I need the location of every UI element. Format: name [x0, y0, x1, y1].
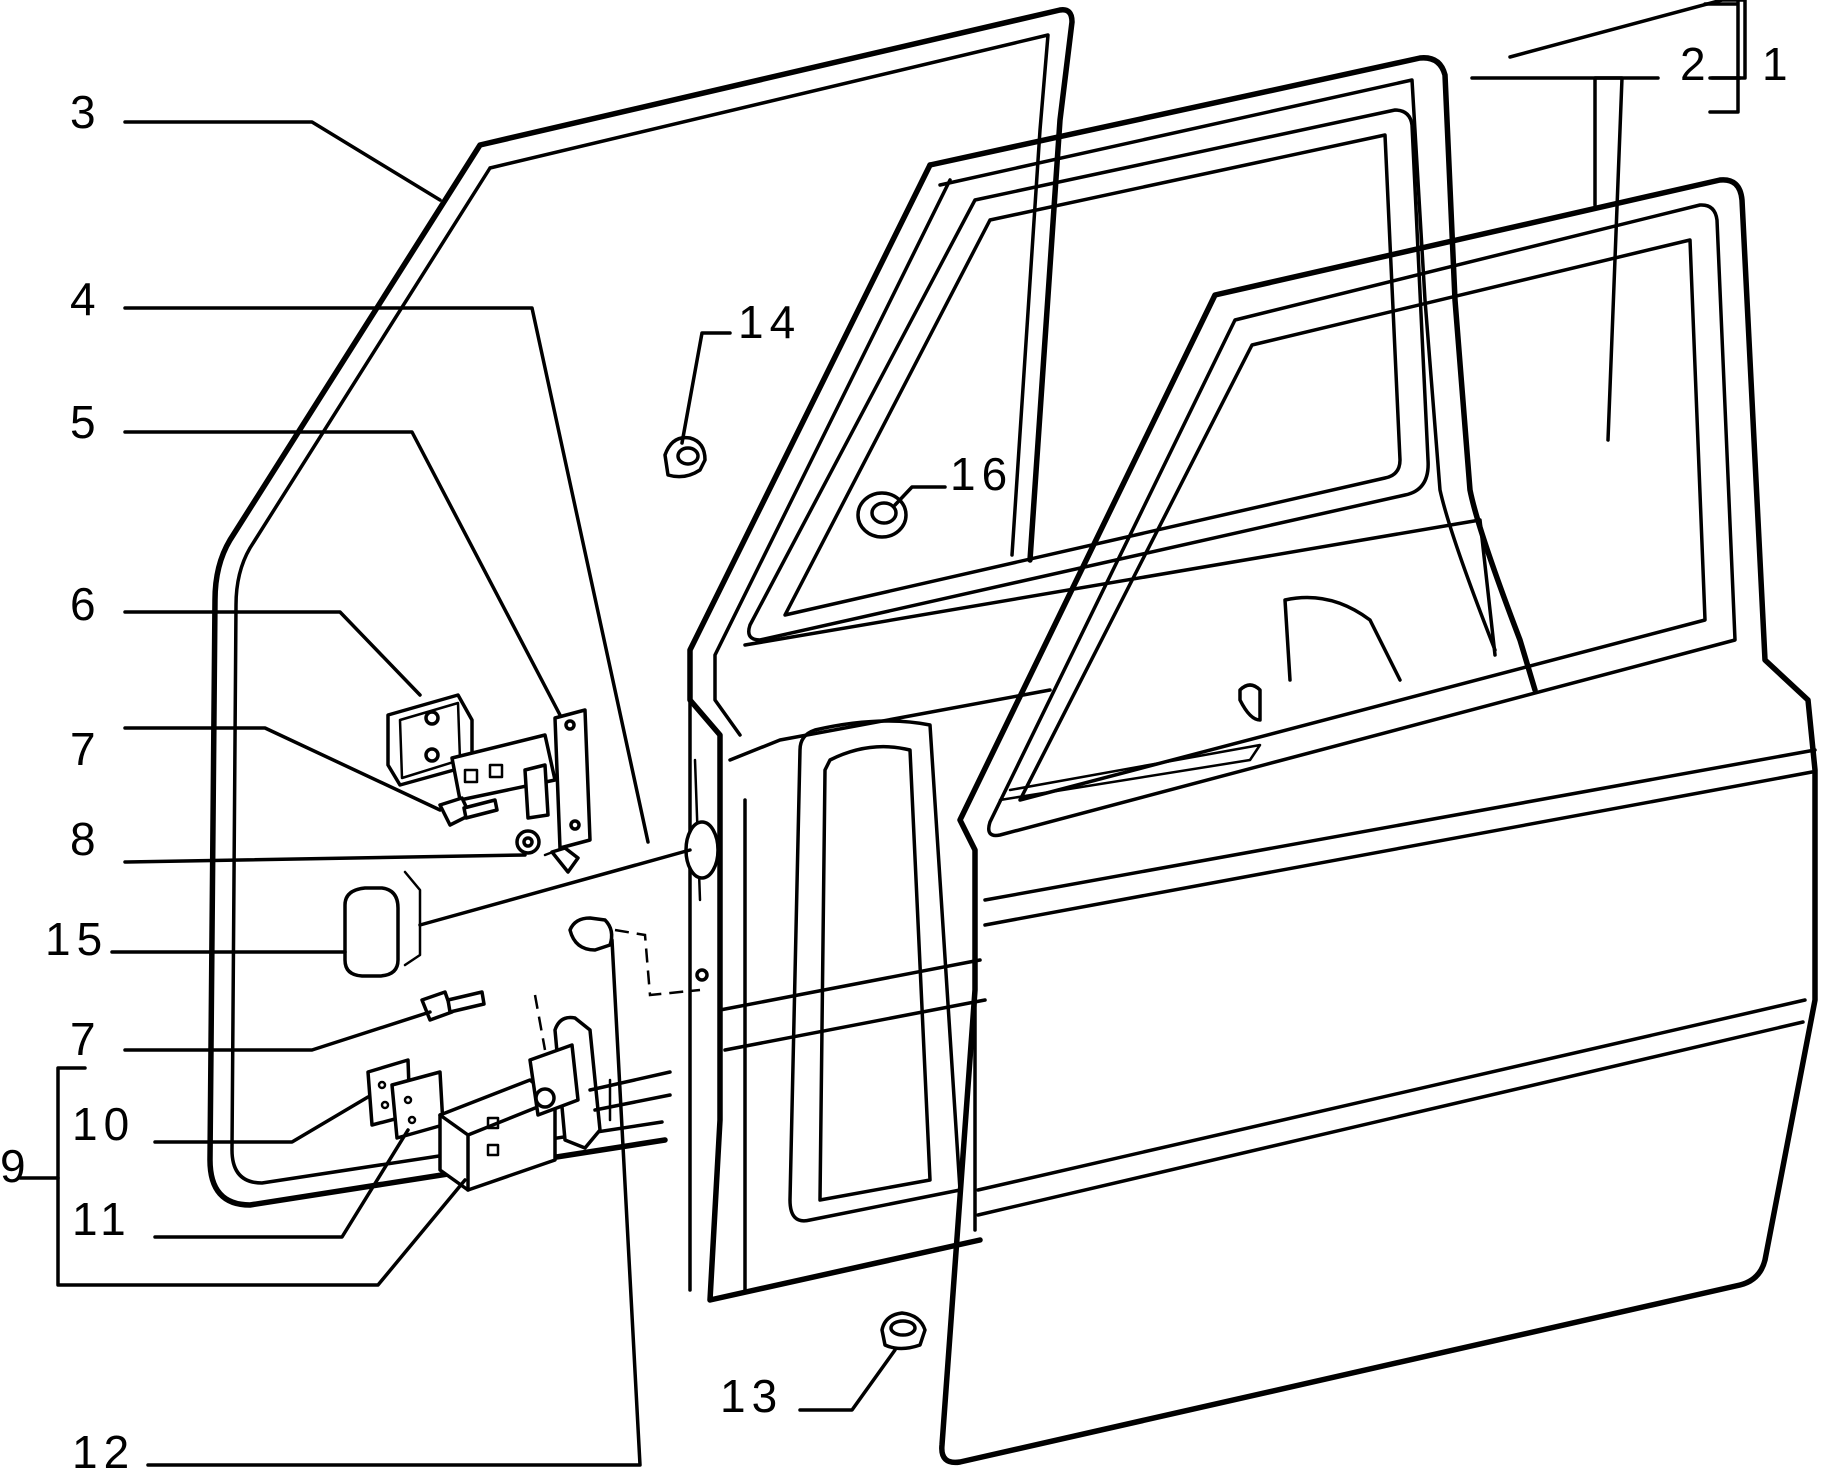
- door-check-part-12: [568, 916, 701, 997]
- door-shell-part-2: [684, 55, 1538, 1303]
- leader-lines: [18, 0, 1747, 1467]
- grommet-part-13: [880, 1311, 927, 1351]
- label-3: 3: [70, 86, 102, 138]
- label-11: 11: [72, 1193, 132, 1245]
- label-15: 15: [45, 913, 108, 965]
- label-7-upper: 7: [70, 723, 102, 775]
- label-8: 8: [70, 813, 102, 865]
- label-4: 4: [70, 273, 102, 325]
- label-2: 2: [1680, 38, 1712, 90]
- hinge-part-5: [450, 708, 592, 850]
- label-1: 1: [1762, 38, 1794, 90]
- label-12: 12: [72, 1426, 135, 1470]
- door-seal-part-3: [207, 7, 1075, 1208]
- plug-part-15: [343, 886, 400, 978]
- washer-part-8: [515, 829, 541, 855]
- lower-hinge-part-9: [438, 994, 672, 1192]
- label-6: 6: [70, 578, 102, 630]
- label-10: 10: [72, 1098, 135, 1150]
- label-9: 9: [0, 1140, 32, 1192]
- grommet-part-14: [663, 435, 707, 479]
- part-number-labels: 1 2 3 4 5 6 7 8 15 7 10 9 11 12 13 14 16: [0, 38, 1794, 1470]
- label-7-lower: 7: [70, 1013, 102, 1065]
- door-outer-panel-part-1: [939, 177, 1818, 1466]
- label-14: 14: [738, 296, 801, 348]
- label-16: 16: [950, 448, 1013, 500]
- bolt-part-7-upper: [438, 796, 499, 827]
- shim-part-11: [390, 1070, 445, 1140]
- bolt-part-7-lower: [420, 990, 486, 1022]
- screw-part-4: [543, 846, 580, 874]
- label-5: 5: [70, 396, 102, 448]
- label-13: 13: [720, 1370, 783, 1422]
